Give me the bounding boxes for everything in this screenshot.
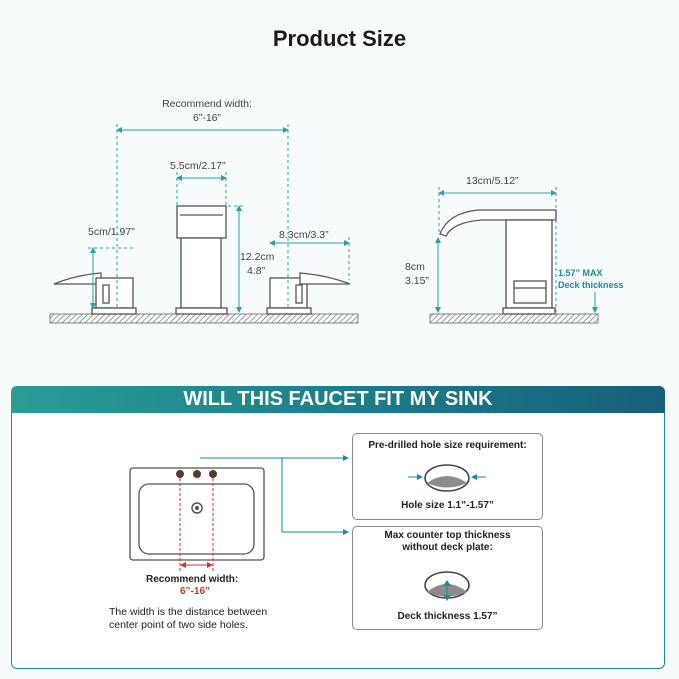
width-note-line2: center point of two side holes. bbox=[109, 619, 248, 631]
handle-height-label: 5cm/1.97” bbox=[88, 226, 135, 238]
hole-size-heading: Pre-drilled hole size requirement: bbox=[368, 440, 527, 451]
faucet-dimension-diagram bbox=[49, 124, 599, 324]
sink-top-view bbox=[129, 467, 265, 561]
sink-recommend-label: Recommend width: bbox=[146, 574, 239, 585]
recommend-width-label: Recommend width: bbox=[162, 98, 252, 110]
sink-recommend-range: 6”-16” bbox=[180, 586, 211, 597]
spout-side bbox=[439, 209, 557, 315]
spout-front bbox=[175, 205, 228, 315]
fit-panel bbox=[11, 386, 665, 669]
left-handle bbox=[53, 272, 137, 315]
side-height-cm-label: 8cm bbox=[405, 261, 425, 273]
fit-banner: WILL THIS FAUCET FIT MY SINK bbox=[11, 386, 665, 413]
spout-height-in-label: 4.8” bbox=[247, 265, 266, 277]
spout-height-cm-label: 12.2cm bbox=[240, 251, 275, 263]
spout-width-label: 5.5cm/2.17” bbox=[170, 160, 226, 172]
deck-max-label: 1.57” MAX bbox=[558, 268, 603, 278]
side-height-in-label: 3.15” bbox=[405, 275, 429, 287]
handle-length-label: 8.3cm/3.3” bbox=[279, 229, 329, 241]
page-title: Product Size bbox=[272, 26, 407, 51]
deck-box-heading-line1: Max counter top thickness bbox=[384, 530, 511, 541]
deck-thickness-label: Deck thickness bbox=[558, 280, 624, 290]
deck-box-heading-line2: without deck plate: bbox=[402, 542, 493, 553]
deck-box-caption: Deck thickness 1.57” bbox=[397, 611, 498, 622]
width-note-line1: The width is the distance between bbox=[109, 606, 268, 618]
hole-size-caption: Hole size 1.1”-1.57” bbox=[401, 500, 494, 511]
recommend-width-range: 6”-16” bbox=[192, 112, 221, 124]
spout-reach-label: 13cm/5.12” bbox=[466, 175, 519, 187]
